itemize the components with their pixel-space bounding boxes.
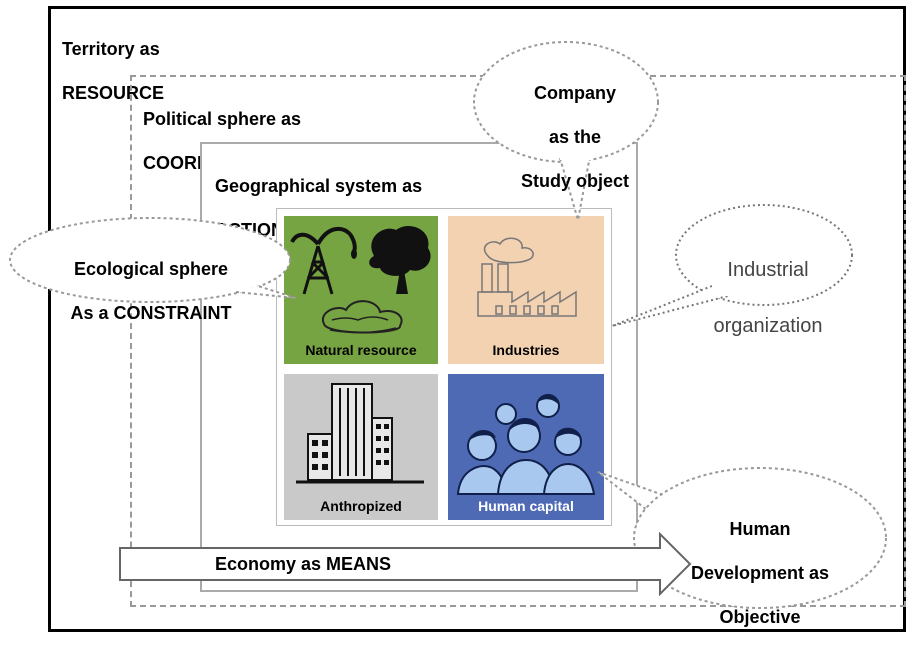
ecological-callout: Ecological sphere As a CONSTRAINT xyxy=(26,236,276,346)
human-dev-line3: Objective xyxy=(719,607,801,627)
tile-natural-label: Natural resource xyxy=(305,342,417,358)
tile-anthropized-label: Anthropized xyxy=(320,498,402,514)
territory-label: Territory as RESOURCE xyxy=(62,16,164,126)
tile-anthropized: Anthropized xyxy=(284,374,438,520)
ecological-line2: As a CONSTRAINT xyxy=(70,303,232,323)
people-group-icon xyxy=(456,393,596,495)
political-line1: Political sphere as xyxy=(143,109,302,129)
human-dev-line1: Human xyxy=(729,519,791,539)
industrial-line2: organization xyxy=(713,315,823,337)
geographical-line1: Geographical system as xyxy=(215,176,423,196)
natural-resource-icon xyxy=(290,226,431,334)
company-callout: Company as the Study object xyxy=(500,60,650,214)
company-line2: as the xyxy=(548,127,602,147)
tile-human-capital: Human capital xyxy=(448,374,604,520)
tile-natural-resource: Natural resource xyxy=(284,216,438,364)
territory-line1: Territory as xyxy=(62,39,160,59)
tile-industries-label: Industries xyxy=(492,342,560,358)
company-line3: Study object xyxy=(520,171,629,191)
economy-label: Economy as MEANS xyxy=(215,554,392,574)
ecological-line1: Ecological sphere xyxy=(73,259,229,279)
human-dev-line2: Development as xyxy=(690,563,830,583)
territory-line2: RESOURCE xyxy=(62,83,165,103)
industrial-line1: Industrial xyxy=(727,259,809,281)
tile-human-capital-label: Human capital xyxy=(478,498,574,514)
industrial-callout: Industrial organization xyxy=(688,228,848,368)
company-line1: Company xyxy=(533,83,616,103)
tile-industries: Industries xyxy=(448,216,604,364)
buildings-icon xyxy=(296,383,424,484)
factory-icon xyxy=(477,237,577,317)
human-development-callout: Human Development as Objective xyxy=(650,496,870,650)
